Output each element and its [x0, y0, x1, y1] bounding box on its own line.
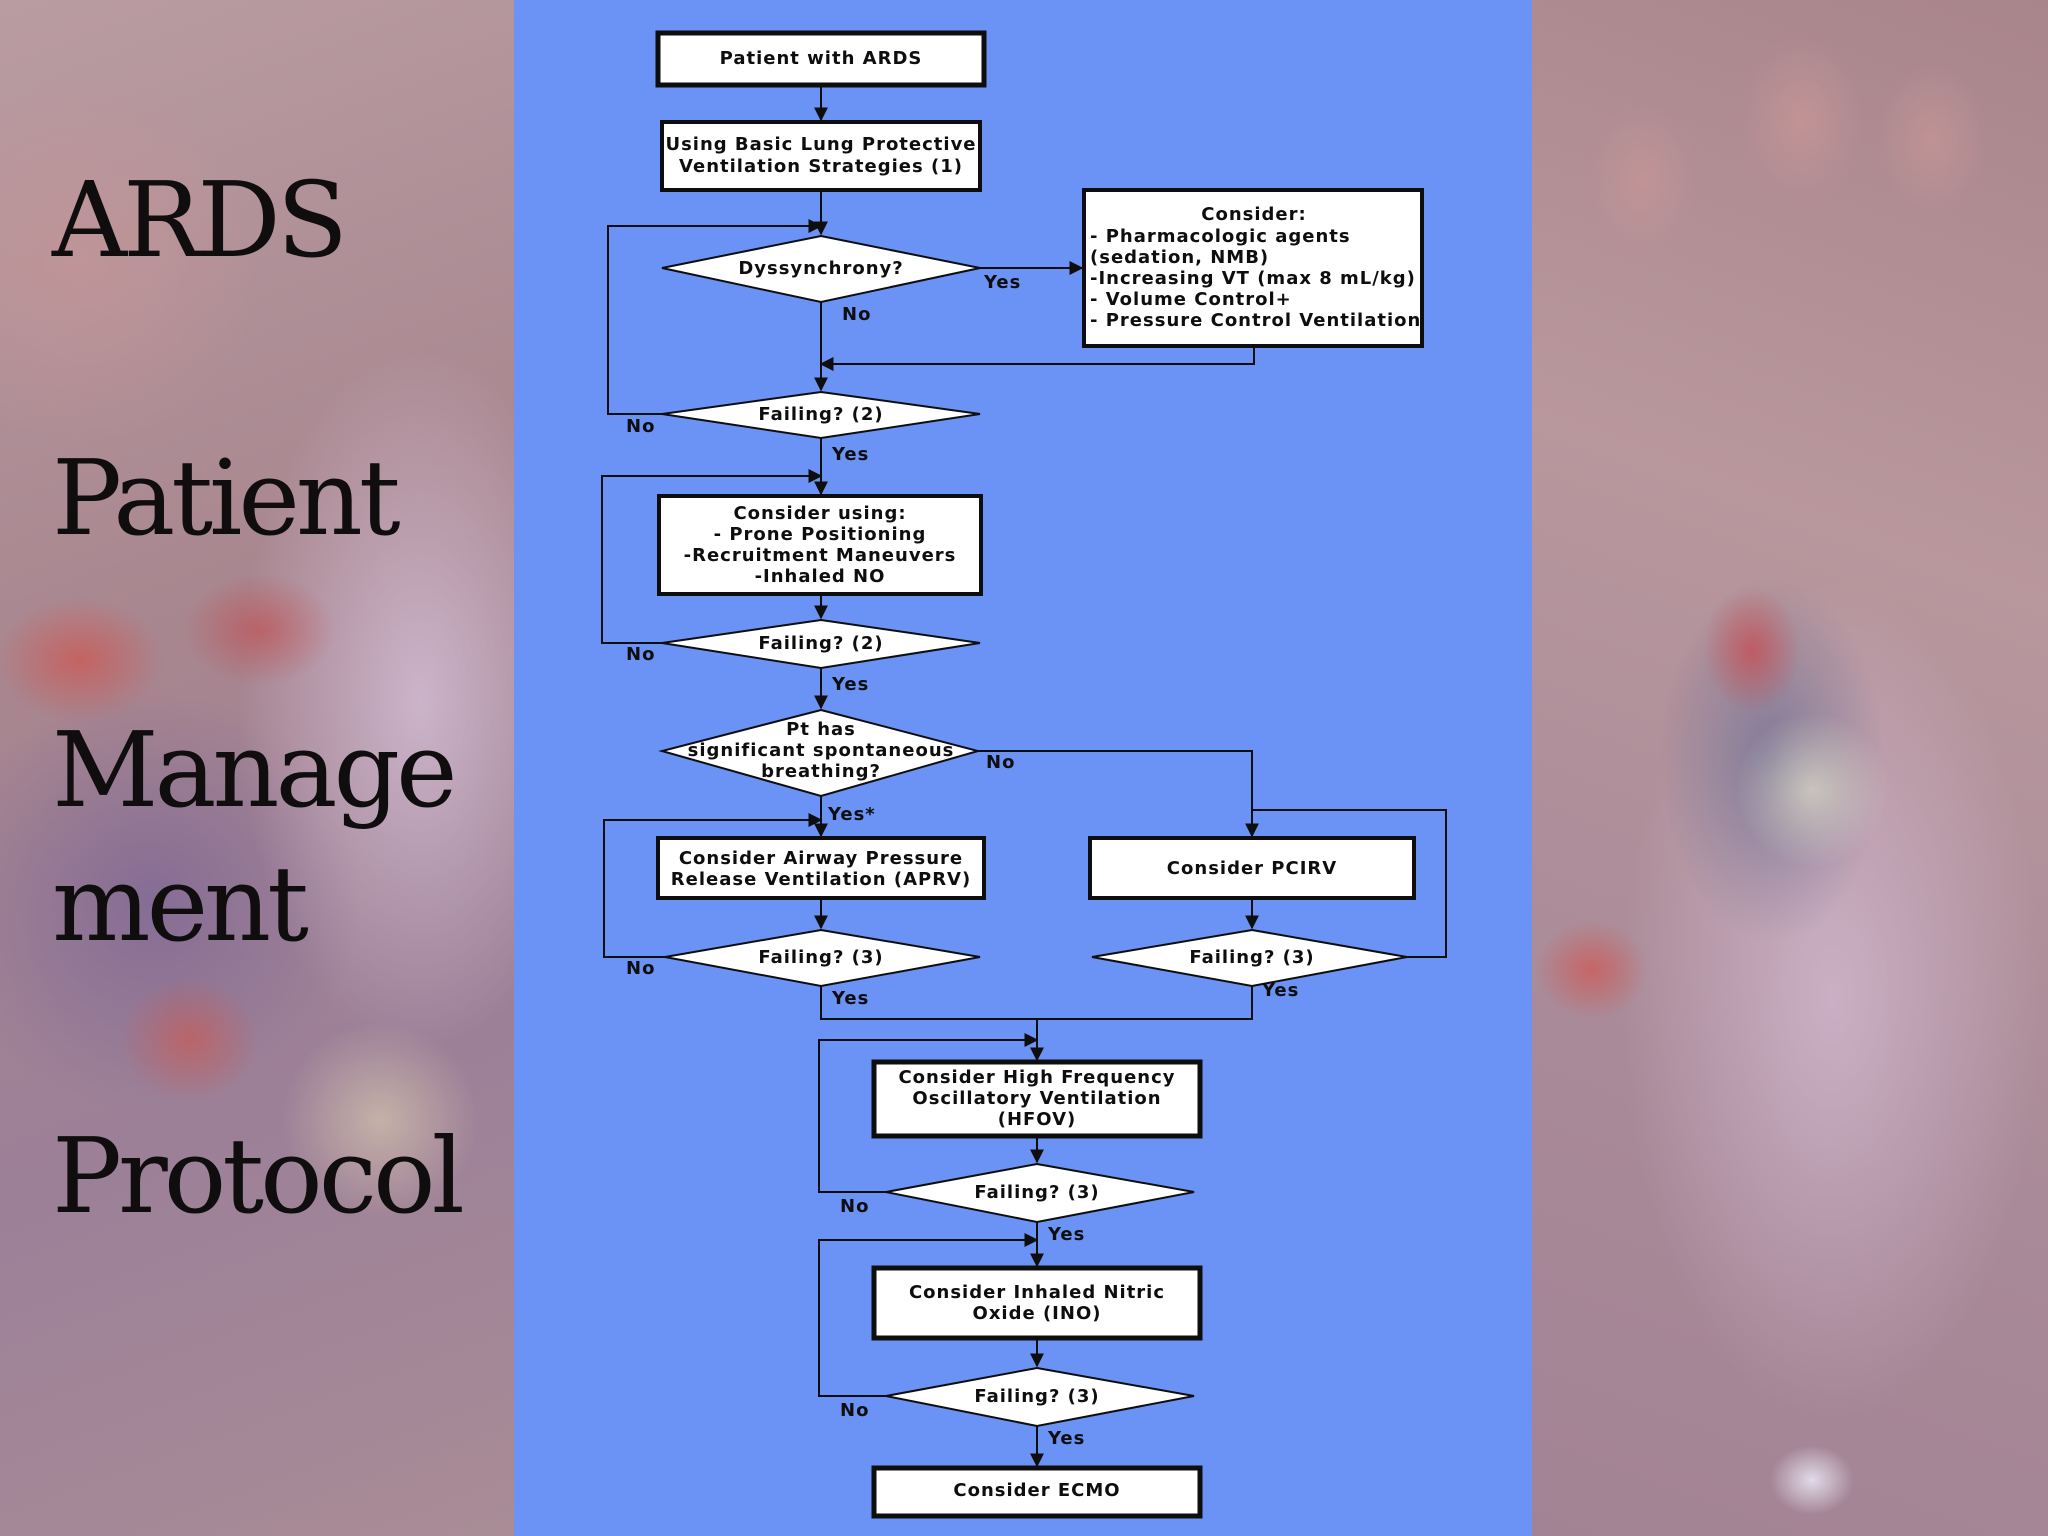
title-line-ment: ment [52, 843, 309, 965]
title-line-patient: Patient [52, 437, 401, 559]
consider-using-line4: -Inhaled NO [755, 566, 886, 587]
consider-box-line4: -Increasing VT (max 8 mL/kg) [1090, 268, 1416, 289]
decision-failing-3-pcirv-text: Failing? (3) [1189, 947, 1314, 968]
node-basic-strategy-line1: Using Basic Lung Protective [665, 134, 976, 155]
consider-box-line3: (sedation, NMB) [1090, 247, 1269, 268]
node-ino: Consider Inhaled Nitric Oxide (INO) [871, 1265, 1203, 1341]
consider-box-line5: - Volume Control+ [1090, 289, 1292, 310]
hfov-line2: Oscillatory Ventilation [912, 1088, 1161, 1109]
spontaneous-line2: significant spontaneous [688, 740, 955, 761]
label-no-failing-3-aprv: No [626, 958, 655, 979]
ino-line1: Consider Inhaled Nitric [909, 1282, 1165, 1303]
node-start: Patient with ARDS [655, 30, 987, 88]
label-no-spontaneous: No [986, 752, 1015, 773]
decision-failing-3-hfov: Failing? (3) [885, 1162, 1195, 1224]
node-consider-using: Consider using: - Prone Positioning -Rec… [657, 494, 983, 596]
label-yes-failing-3-ino: Yes [1047, 1428, 1085, 1449]
decision-failing-3-ino: Failing? (3) [885, 1366, 1195, 1428]
label-yes-failing-2a: Yes [831, 444, 869, 465]
label-no-failing-3-ino: No [840, 1400, 869, 1421]
label-no-failing-2a: No [626, 416, 655, 437]
label-yes-failing-2b: Yes [831, 674, 869, 695]
node-ecmo: Consider ECMO [871, 1465, 1203, 1519]
decision-failing-3-aprv: Failing? (3) [664, 928, 981, 988]
decision-failing-2a-text: Failing? (2) [758, 404, 883, 425]
decision-failing-2b: Failing? (2) [661, 618, 981, 670]
ecmo-text: Consider ECMO [953, 1480, 1120, 1501]
ino-line2: Oxide (INO) [973, 1303, 1102, 1324]
node-basic-strategy-line2: Ventilation Strategies (1) [679, 156, 963, 177]
label-yes-dyssynchrony: Yes [983, 272, 1021, 293]
spontaneous-line1: Pt has [786, 719, 856, 740]
consider-using-line3: -Recruitment Maneuvers [684, 545, 957, 566]
connector-lines [601, 86, 1447, 1468]
consider-using-line2: - Prone Positioning [714, 524, 927, 545]
hfov-line3: (HFOV) [998, 1109, 1077, 1130]
consider-box-line6: - Pressure Control Ventilation [1090, 310, 1421, 331]
decision-failing-3-ino-text: Failing? (3) [974, 1386, 1099, 1407]
consider-box-line1: Consider: [1201, 204, 1306, 225]
node-pcirv: Consider PCIRV [1088, 836, 1416, 900]
node-consider-pharmacologic: Consider: - Pharmacologic agents (sedati… [1082, 188, 1424, 348]
decision-dyssynchrony-text: Dyssynchrony? [738, 258, 903, 279]
aprv-line2: Release Ventilation (APRV) [671, 869, 971, 890]
decision-failing-3-hfov-text: Failing? (3) [974, 1182, 1099, 1203]
consider-box-line2: - Pharmacologic agents [1090, 226, 1351, 247]
label-no-dyssynchrony: No [842, 304, 871, 325]
branch-labels: Yes No No Yes No Yes No Yes* No Yes Yes … [626, 272, 1299, 1449]
label-no-failing-2b: No [626, 644, 655, 665]
title-line-protocol: Protocol [52, 1115, 465, 1237]
label-yes-star-spontaneous: Yes* [827, 804, 876, 825]
decision-failing-2b-text: Failing? (2) [758, 633, 883, 654]
decision-spontaneous-breathing: Pt has significant spontaneous breathing… [658, 708, 982, 798]
label-yes-failing-3-aprv: Yes [831, 988, 869, 1009]
node-basic-strategy: Using Basic Lung Protective Ventilation … [660, 120, 982, 192]
label-yes-failing-3-hfov: Yes [1047, 1224, 1085, 1245]
aprv-line1: Consider Airway Pressure [679, 848, 963, 869]
background-image-right [1532, 0, 2048, 1536]
node-aprv: Consider Airway Pressure Release Ventila… [656, 836, 986, 900]
node-start-text: Patient with ARDS [720, 48, 923, 69]
decision-failing-3-pcirv: Failing? (3) [1091, 928, 1408, 988]
title-line-ards: ARDS [52, 159, 348, 281]
background-image-left [0, 0, 514, 1536]
node-hfov: Consider High Frequency Oscillatory Vent… [871, 1059, 1203, 1139]
flowchart: Patient with ARDS Using Basic Lung Prote… [601, 30, 1447, 1519]
pcirv-text: Consider PCIRV [1167, 858, 1337, 879]
hfov-line1: Consider High Frequency [898, 1067, 1175, 1088]
consider-using-line1: Consider using: [733, 503, 906, 524]
title-line-manage: Manage [52, 709, 458, 831]
decision-dyssynchrony: Dyssynchrony? [661, 234, 981, 304]
spontaneous-line3: breathing? [761, 761, 881, 782]
decision-failing-3-aprv-text: Failing? (3) [758, 947, 883, 968]
flowchart-panel: Patient with ARDS Using Basic Lung Prote… [514, 0, 1532, 1536]
decision-failing-2a: Failing? (2) [661, 390, 981, 440]
label-yes-failing-3-pcirv: Yes [1261, 980, 1299, 1001]
label-no-failing-3-hfov: No [840, 1196, 869, 1217]
